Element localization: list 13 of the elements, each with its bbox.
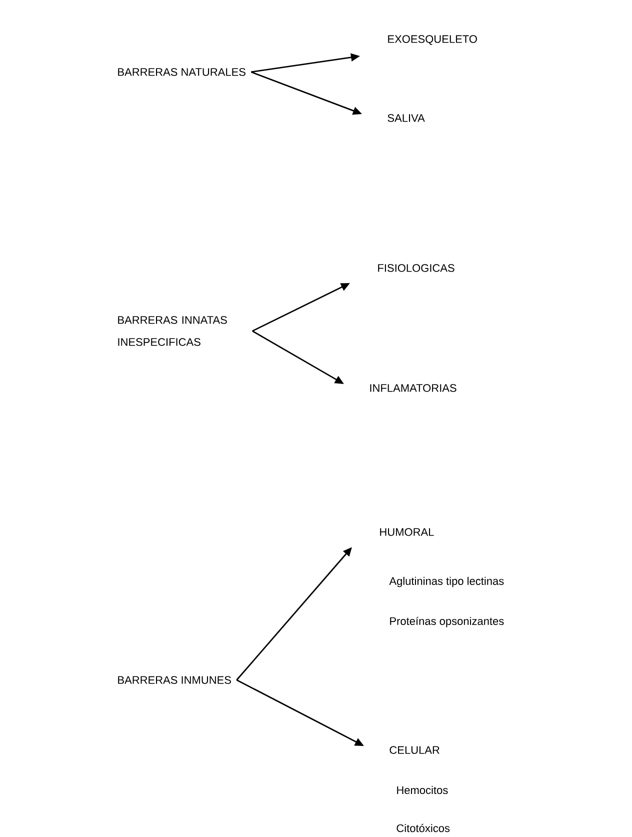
node-label: INFLAMATORIAS <box>370 384 456 392</box>
node-label: BARRERAS NATURALES <box>118 68 246 76</box>
node-label: HUMORAL <box>380 528 434 536</box>
node-label: SALIVA <box>388 114 425 122</box>
sub-item-text: Proteínas opsonizantes <box>390 616 504 628</box>
sub-item-text: Hemocitos <box>397 786 448 794</box>
sub-item-text: Citotóxicos <box>396 824 450 832</box>
node-label: CELULAR <box>390 746 440 754</box>
node-label: BARRERAS INMUNES <box>118 676 231 684</box>
sub-item-text: Aglutininas tipo lectinas <box>389 576 504 588</box>
node-label: FISIOLOGICAS <box>378 264 454 272</box>
node-label: BARRERAS INNATAS INESPECIFICAS <box>118 316 227 346</box>
node-label: EXOESQUELETO <box>388 35 477 45</box>
